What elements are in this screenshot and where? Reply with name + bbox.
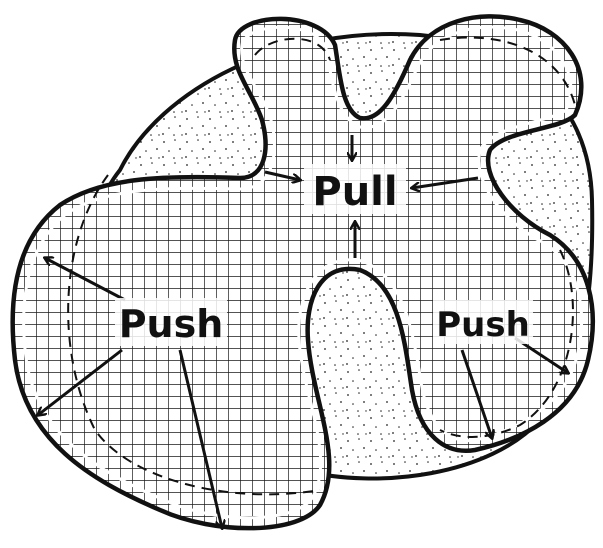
- pull-label: Pull: [312, 169, 397, 215]
- grid-region: [13, 16, 593, 528]
- push-label-left: Push: [119, 302, 224, 346]
- push-label-right: Push: [436, 305, 530, 345]
